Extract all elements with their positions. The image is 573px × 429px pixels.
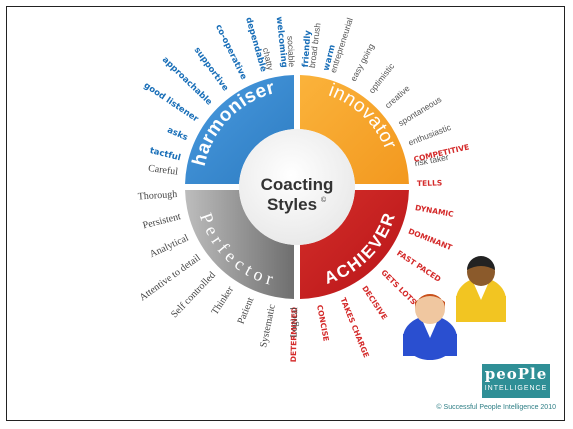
perfector-trait-word: Logical [289,307,301,338]
copyright-mark: © [321,196,327,204]
center-title-line1: Coacting [261,175,334,194]
quadrant-perfector [185,190,294,299]
perfector-trait-word: Persistent [142,211,183,231]
achiever-trait-word: DECISIVE [360,284,389,321]
innovator-trait-word: spontaneous [396,94,443,128]
harmoniser-trait-word: friendly [301,29,314,67]
quadrant-innovator [300,75,409,184]
innovator-trait-word: sociable [285,36,297,68]
copyright-notice: © Successful People Intelligence 2010 [436,404,556,411]
people-icon [403,256,506,360]
quadrant-achiever [300,190,409,299]
achiever-trait-word: DYNAMIC [414,203,454,219]
harmoniser-trait-word: asks [166,125,190,143]
perfector-trait-word: Careful [147,163,178,178]
achiever-trait-word: DETERMINED [289,307,299,362]
slide-frame [6,6,565,421]
innovator-trait-word: enthusiastic [407,122,453,148]
achiever-trait-word: TAKES CHARGE [338,296,370,359]
logo-wordmark: peoPle [484,365,548,383]
people-intelligence-logo: peoPle INTELLIGENCE [482,364,550,398]
perfector-trait-word: Analytical [148,232,191,260]
innovator-trait-word: optimistic [367,61,397,96]
achiever-trait-word: FAST PACED [395,249,442,284]
perfector-trait-word: Systematic [258,303,278,349]
center-title-line2: Styles [267,195,317,214]
center-circle: Coacting Styles © [239,129,355,245]
innovator-trait-word: creative [383,83,412,110]
achiever-trait-word: TELLS [417,178,442,188]
innovator-trait-word: broad brush [307,22,323,69]
achiever-trait-word: CONCISE [315,304,331,342]
innovator-trait-word: easy going [348,42,376,83]
perfector-trait-word: Thinker [210,284,237,317]
achiever-trait-word: DOMINANT [407,227,454,253]
quadrant-harmoniser [185,75,294,184]
harmoniser-trait-word: tactful [149,146,182,163]
perfector-trait-word: Patient [236,296,257,326]
perfector-trait-word: Thorough [137,189,177,203]
logo-subtitle: INTELLIGENCE [484,385,548,392]
